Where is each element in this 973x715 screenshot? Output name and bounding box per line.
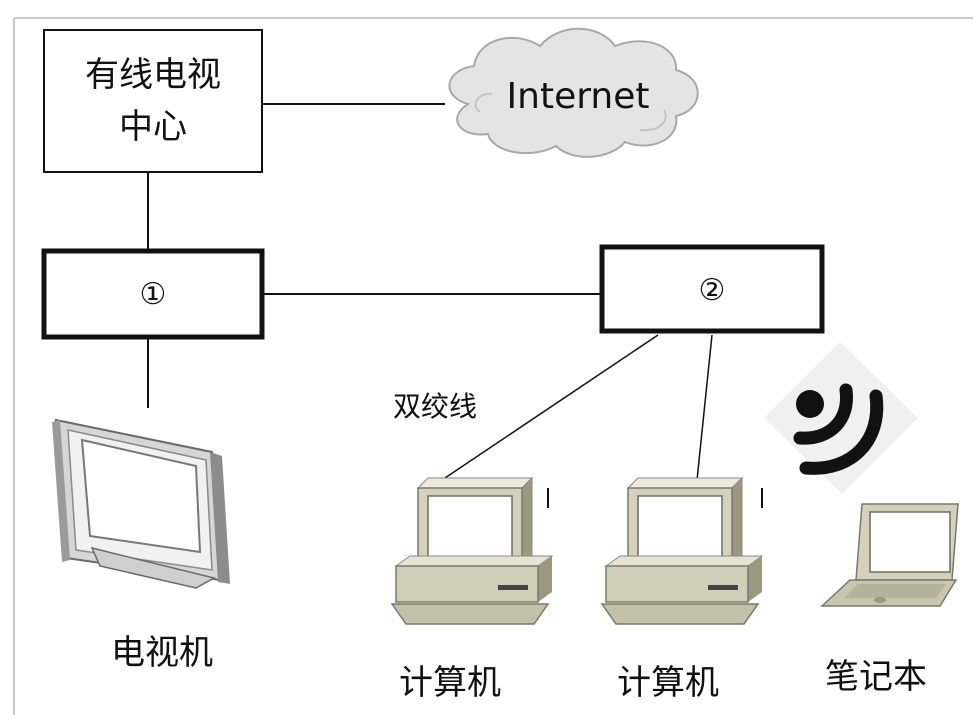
- laptop-icon: [820, 503, 959, 607]
- tv-center-node: 有线电视 中心: [43, 29, 263, 173]
- link-computer2: [696, 334, 713, 481]
- device-2-label: ②: [699, 273, 726, 308]
- computer-2-label: 计算机: [617, 663, 719, 703]
- device-1-label: ①: [140, 277, 167, 312]
- tv-center-label-line1: 有线电视: [85, 55, 221, 95]
- tv-center-label-line2: 中心: [119, 107, 187, 147]
- twisted-pair-link-computer1: [441, 334, 659, 481]
- tv-icon: [52, 418, 230, 589]
- wifi-signal-icon: [764, 342, 918, 494]
- internet-label: Internet: [507, 76, 650, 117]
- device-2-node: ②: [599, 244, 825, 334]
- connections: [147, 103, 713, 481]
- desktop-computer-icon-1: [390, 476, 554, 625]
- cloud-icon: Internet: [448, 27, 699, 158]
- computer-1-label: 计算机: [399, 663, 501, 703]
- desktop-computer-icon-2: [600, 476, 764, 625]
- laptop-label: 笔记本: [825, 657, 927, 697]
- twisted-pair-label: 双绞线: [393, 390, 477, 423]
- device-1-node: ①: [41, 248, 265, 340]
- tv-label: 电视机: [111, 633, 213, 673]
